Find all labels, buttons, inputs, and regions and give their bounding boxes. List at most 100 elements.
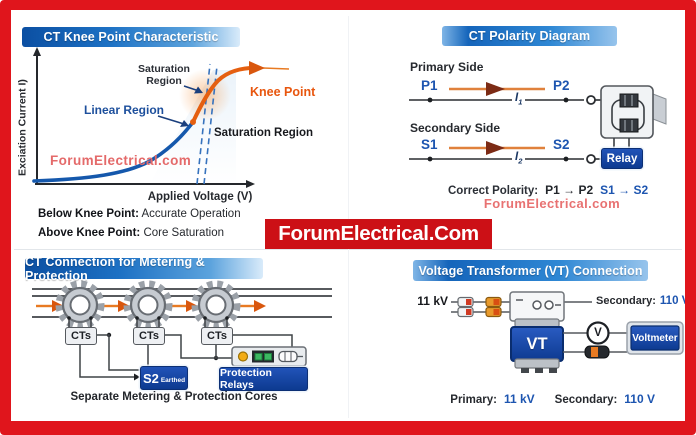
primary-flow-arrow-icon bbox=[486, 82, 505, 96]
x-axis-arrow-icon bbox=[246, 180, 255, 188]
p1-label: P1 bbox=[421, 78, 438, 93]
s2-terminal-dot bbox=[563, 156, 569, 162]
footer-primary-label: Primary: bbox=[450, 394, 497, 406]
primary-side-label: Primary Side bbox=[410, 60, 484, 74]
note-above-knee-text: Core Saturation bbox=[143, 227, 224, 239]
vertical-divider bbox=[348, 16, 349, 418]
secondary-side-label: Secondary Side bbox=[410, 121, 501, 135]
knee-point-marker bbox=[190, 119, 196, 125]
curve-arrow-icon bbox=[249, 61, 265, 75]
p1-terminal-dot bbox=[427, 97, 433, 103]
watermark-polarity: ForumElectrical.com bbox=[483, 196, 621, 211]
saturation-pointer-icon bbox=[194, 86, 203, 94]
relay-device-icon bbox=[600, 85, 667, 160]
curve-tail bbox=[262, 67, 290, 70]
i1-label: I1 bbox=[512, 92, 526, 107]
linear-region-curve bbox=[32, 120, 195, 183]
footer-secondary-value: 110 V bbox=[624, 392, 655, 406]
panel-title-polarity: CT Polarity Diagram bbox=[442, 26, 617, 46]
footer-secondary-label: Secondary: bbox=[554, 394, 618, 406]
s1-terminal-dot bbox=[427, 156, 433, 162]
footer-primary-value: 11 kV bbox=[503, 392, 535, 406]
secondary-voltage-label: Secondary: bbox=[596, 295, 656, 307]
secondary-terminal-icon bbox=[586, 154, 596, 164]
panel-title-ct-connection: CT Connection for Metering & Protection bbox=[25, 255, 263, 283]
primary-voltage-label: 11 kV bbox=[417, 294, 448, 308]
note-below-knee-label: Below Knee Point: bbox=[38, 208, 139, 220]
vt-label: VT bbox=[526, 334, 548, 353]
earth-arrow-icon bbox=[134, 373, 140, 381]
saturation-annotation-line2: Region bbox=[146, 75, 182, 88]
relay-label-box: Relay bbox=[601, 148, 643, 169]
x-axis-label: Applied Voltage (V) bbox=[147, 191, 253, 203]
voltmeter-dial-icon bbox=[586, 321, 610, 345]
ct-label-box-1: CTs bbox=[65, 327, 97, 345]
correct-polarity-primary: P1 → P2 bbox=[545, 183, 594, 197]
note-above-knee: Above Knee Point: Core Saturation bbox=[38, 227, 224, 239]
panel-title-vt-connection: Voltage Transformer (VT) Connection bbox=[413, 260, 648, 281]
panel-title-knee-label: CT Knee Point Characteristic bbox=[43, 30, 219, 44]
ct-toroid-icon-3 bbox=[191, 280, 241, 330]
junction-dots bbox=[67, 316, 229, 361]
saturation-region-curve bbox=[191, 66, 252, 124]
saturation-region-annotation: Saturation Region bbox=[133, 63, 195, 87]
secondary-voltage-value: 110 V bbox=[659, 295, 690, 307]
watermark-knee: ForumElectrical.com bbox=[50, 153, 192, 168]
s2-label: S2 bbox=[553, 137, 570, 152]
linear-region-annotation: Linear Region bbox=[84, 103, 165, 117]
vt-connection-diagram bbox=[451, 291, 684, 373]
knee-chart bbox=[32, 47, 290, 188]
correct-polarity-secondary: S1 → S2 bbox=[600, 183, 649, 197]
hv-fuse-icons bbox=[457, 296, 502, 318]
knee-dashed-guides bbox=[196, 63, 218, 185]
p2-label: P2 bbox=[553, 78, 570, 93]
i2-label: I2 bbox=[512, 151, 526, 166]
lv-fuse-icon bbox=[584, 345, 610, 359]
secondary-flow-arrow-icon bbox=[486, 141, 505, 155]
s2-earthed-main: S2 bbox=[142, 370, 159, 386]
protection-relay-device-icon bbox=[231, 346, 307, 367]
i2-subscript: 2 bbox=[518, 156, 523, 166]
s2-earthed-box: S2 Earthed bbox=[140, 366, 188, 390]
panel-title-vt-connection-label: Voltage Transformer (VT) Connection bbox=[418, 263, 643, 278]
i1-symbol: I bbox=[515, 92, 519, 104]
saturation-annotation-line1: Saturation bbox=[138, 63, 190, 75]
secondary-voltage-row: Secondary: 110 V bbox=[596, 295, 689, 307]
i1-subscript: 1 bbox=[518, 97, 523, 107]
p2-terminal-dot bbox=[563, 97, 569, 103]
voltmeter-label: Voltmeter bbox=[632, 332, 678, 344]
voltmeter-box-icon bbox=[626, 321, 684, 355]
meter-wires bbox=[563, 332, 627, 353]
linear-pointer-icon bbox=[180, 120, 189, 127]
forumelectrical-banner: ForumElectrical.Com bbox=[265, 219, 492, 249]
ct-toroid-icon-2 bbox=[123, 280, 173, 330]
note-below-knee-text: Accurate Operation bbox=[141, 208, 241, 220]
correct-polarity-label: Correct Polarity: bbox=[448, 185, 539, 197]
panel-title-polarity-label: CT Polarity Diagram bbox=[468, 29, 591, 43]
chart-axes bbox=[35, 54, 247, 185]
ct-label-box-2: CTs bbox=[133, 327, 165, 345]
y-axis-label: Exciation Current I) bbox=[16, 79, 29, 176]
y-axis-arrow-icon bbox=[33, 47, 41, 56]
ct-toroid-icon-1 bbox=[55, 280, 105, 330]
vt-device-icon bbox=[509, 291, 565, 373]
vt-footer-row: Primary: 11 kV Secondary: 110 V bbox=[420, 392, 655, 406]
saturation-region-right-annotation: Saturation Region bbox=[214, 127, 314, 139]
panel-title-knee: CT Knee Point Characteristic bbox=[22, 27, 240, 47]
ct-connection-caption: Separate Metering & Protection Cores bbox=[70, 391, 278, 403]
note-below-knee: Below Knee Point: Accurate Operation bbox=[38, 208, 241, 220]
note-above-knee-label: Above Knee Point: bbox=[38, 227, 141, 239]
primary-terminal-icon bbox=[586, 95, 596, 105]
voltmeter-symbol: V bbox=[594, 327, 602, 339]
secondary-wiring bbox=[79, 334, 293, 378]
ct-connection-diagram bbox=[32, 280, 332, 381]
s2-earthed-sub: Earthed bbox=[160, 376, 186, 384]
panel-title-ct-connection-label: CT Connection for Metering & Protection bbox=[25, 254, 205, 283]
s1-label: S1 bbox=[421, 137, 438, 152]
polarity-diagram bbox=[409, 82, 667, 164]
protection-relays-box: Protection Relays bbox=[219, 367, 308, 391]
i2-symbol: I bbox=[515, 151, 519, 163]
correct-polarity-row: Correct Polarity: P1 → P2 S1 → S2 bbox=[448, 183, 653, 197]
